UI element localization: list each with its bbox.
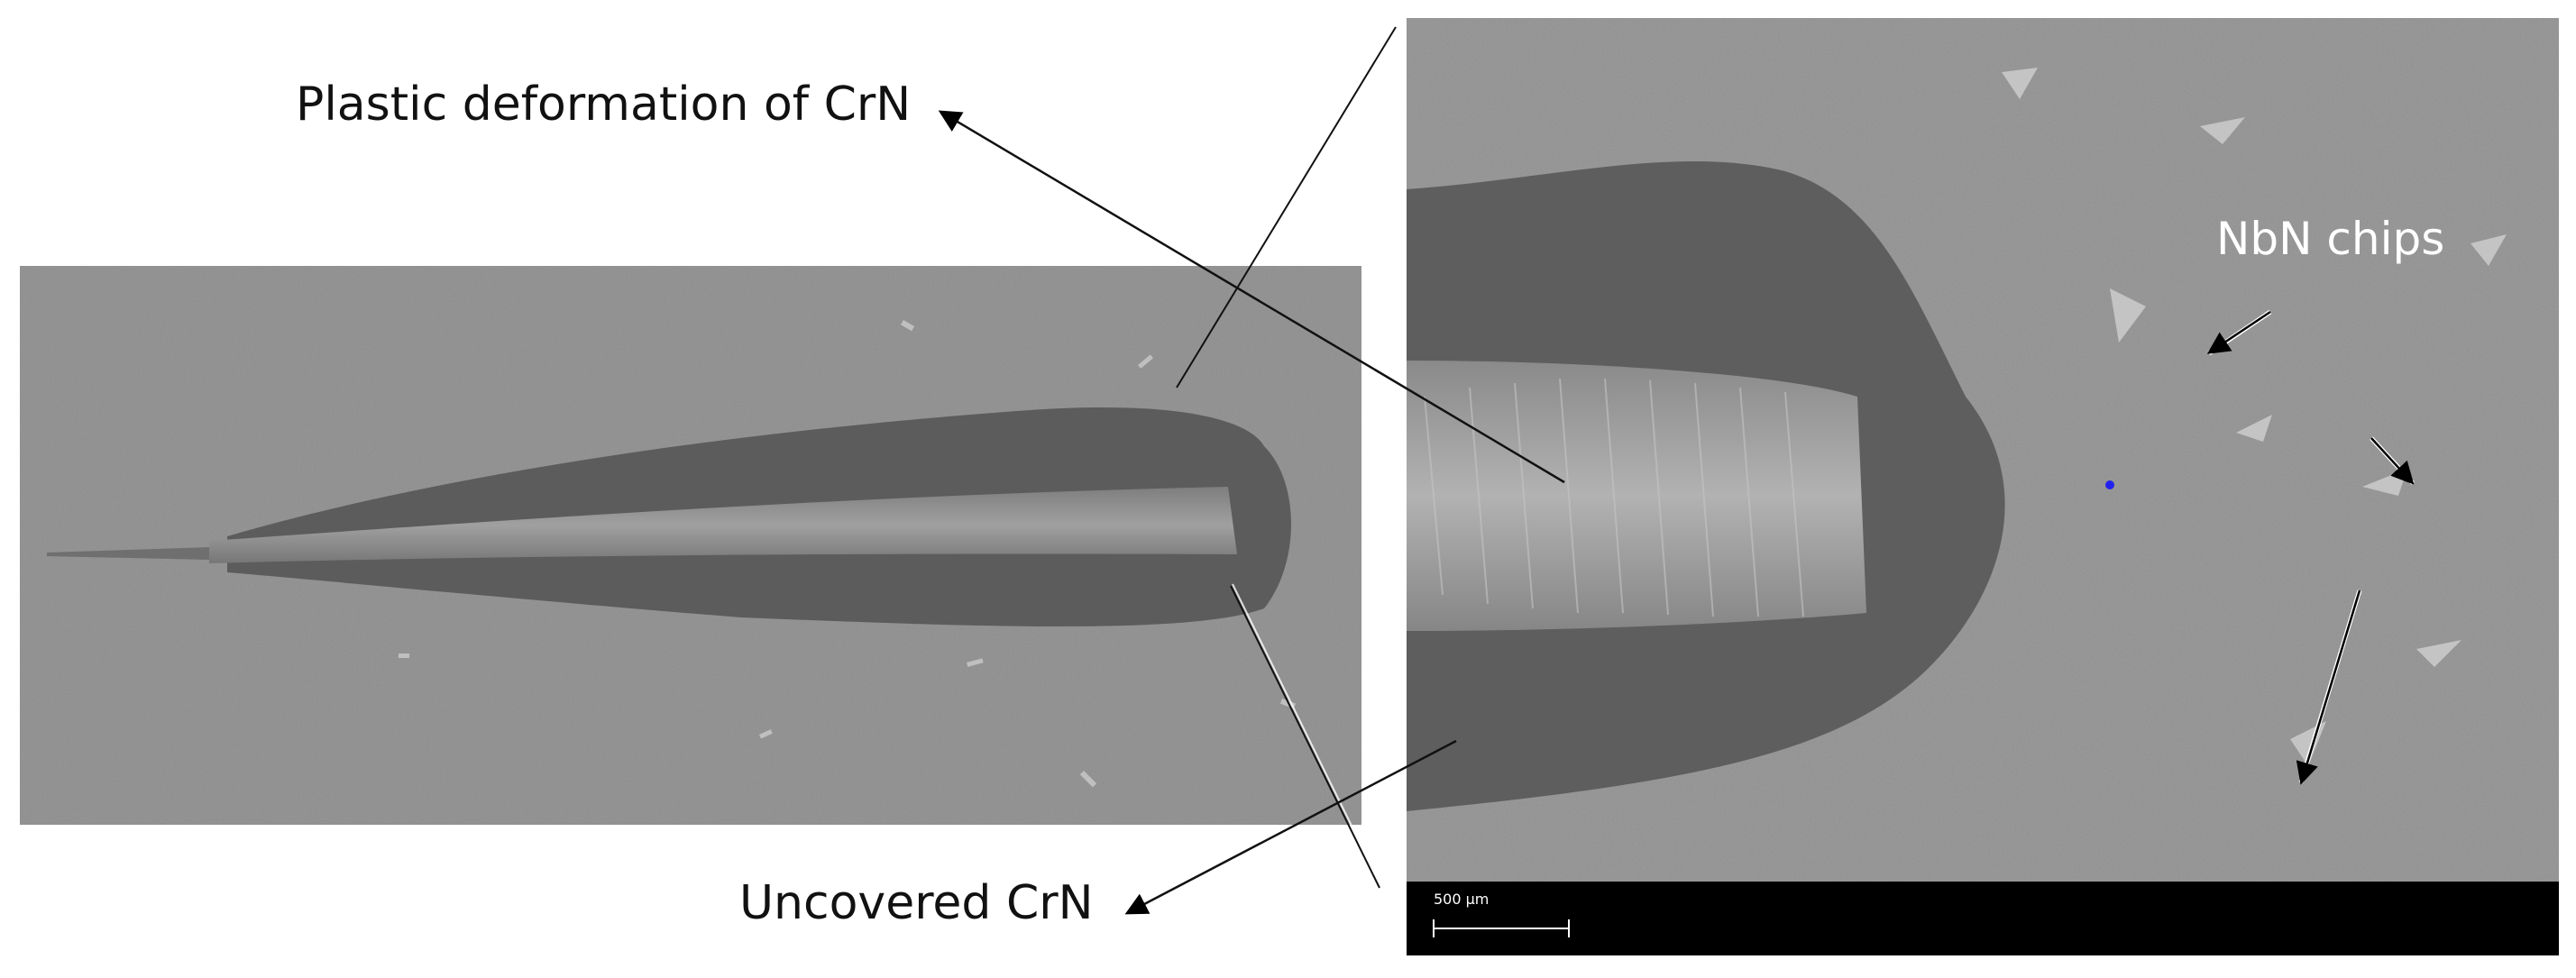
- zoom-connector-bottom: [1230, 585, 1380, 889]
- plastic-deformation-arrow: [938, 110, 1565, 484]
- zoom-connector-top: [1176, 26, 1397, 388]
- scale-bar-panel: [1407, 882, 2559, 955]
- sem-overview-image: [20, 266, 1361, 825]
- uncovered-crn-label: Uncovered CrN: [739, 876, 1094, 930]
- nbn-chips-label: NbN chips: [2216, 213, 2445, 265]
- scratch-groove: [209, 487, 1237, 563]
- scale-bar-label: 500 µm: [1434, 891, 1490, 908]
- scratch-groove-zoom: [1407, 361, 1866, 631]
- plastic-deformation-label: Plastic deformation of CrN: [296, 78, 912, 132]
- uncovered-arrow: [1124, 739, 1457, 915]
- sem-zoom-image: [1407, 18, 2559, 955]
